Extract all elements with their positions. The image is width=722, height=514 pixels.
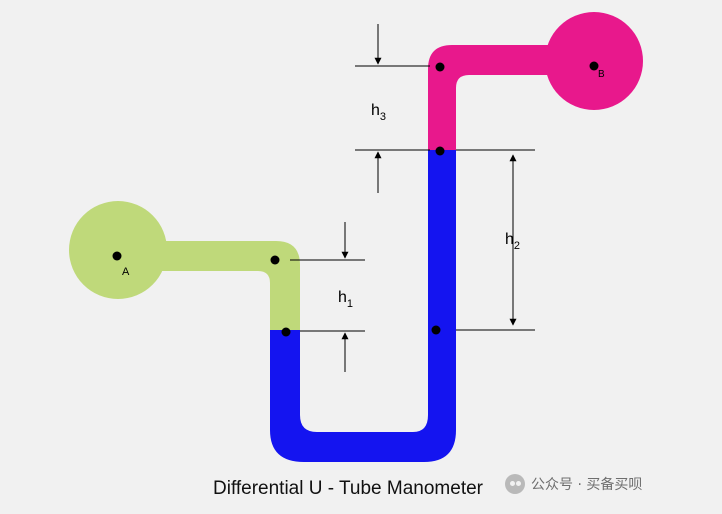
label-b: B: [598, 69, 605, 80]
point-a-dot: [112, 251, 122, 261]
label-a: A: [122, 266, 130, 278]
reference-lines: [290, 65, 535, 332]
bulb-a: [69, 201, 167, 299]
dot-a-interface: [281, 327, 291, 337]
watermark-text: 公众号 · 买备买呗: [531, 477, 643, 493]
watermark: 公众号 · 买备买呗: [505, 474, 642, 494]
h1-label: h1: [338, 289, 353, 310]
diagram-title: Differential U - Tube Manometer: [213, 478, 483, 499]
dot-b-pipe: [435, 62, 445, 72]
wechat-icon: [505, 474, 525, 494]
dot-level: [431, 325, 441, 335]
fluid-b: [428, 12, 643, 150]
fluid-a: [69, 201, 300, 330]
h2-label: h2: [505, 231, 520, 252]
pipe-a: [160, 241, 300, 330]
manometer-fluid: [270, 150, 456, 462]
point-b-dot: [589, 61, 599, 71]
pipe-b: [428, 45, 556, 150]
bulb-b: [545, 12, 643, 110]
h3-label: h3: [371, 102, 386, 123]
dot-b-interface: [435, 146, 445, 156]
dot-a-pipe: [270, 255, 280, 265]
